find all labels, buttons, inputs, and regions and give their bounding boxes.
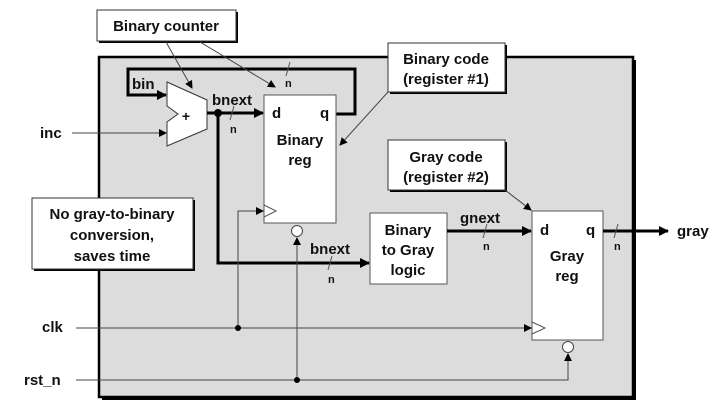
gnext-width-label: n — [483, 241, 490, 253]
binary-counter-pointer-2 — [199, 41, 276, 88]
inc-label: inc — [40, 125, 62, 142]
binary-reg — [263, 94, 337, 224]
gray-width-label: n — [614, 241, 621, 253]
gray-reg-d: d — [540, 222, 549, 239]
b2g-name-2: to Gray — [382, 242, 435, 259]
gray-reg-clock-icon — [531, 321, 547, 335]
binary-code-callout — [387, 42, 506, 93]
binary-code-text-2: (register #1) — [403, 71, 489, 88]
binary-reg-name-1: Binary — [277, 132, 324, 149]
gray-reg-q: q — [586, 222, 595, 239]
gray-reg-name-2: reg — [555, 268, 578, 285]
bnext2-width-tick — [327, 255, 333, 271]
gray-reg-name-1: Gray — [550, 248, 585, 265]
binary-reg-d: d — [272, 105, 281, 122]
bnext-label: bnext — [212, 92, 252, 109]
feedback-width-tick — [285, 61, 291, 77]
binary-counter-text: Binary counter — [113, 18, 219, 35]
clk-junction — [235, 325, 241, 331]
feedback-wire — [126, 67, 357, 116]
gray-code-callout — [387, 139, 506, 191]
bnext-b2g-wire — [216, 113, 370, 268]
gnext-label: gnext — [460, 210, 500, 227]
gray-reg — [531, 210, 604, 341]
bnext-width-label: n — [230, 124, 237, 136]
binary-reg-q: q — [320, 105, 329, 122]
gray-code-text-2: (register #2) — [403, 169, 489, 186]
gnext-width-tick — [482, 223, 488, 239]
binary-reg-clock-icon — [263, 204, 278, 218]
rst-junction — [294, 377, 300, 383]
binary-counter-callout — [96, 9, 237, 42]
bnext-width-tick — [229, 105, 235, 121]
note-callout — [31, 197, 194, 270]
gray-width-tick — [613, 223, 619, 239]
rst-n-wire — [76, 353, 572, 381]
b2g-logic — [369, 212, 448, 285]
binary-code-text-1: Binary code — [403, 51, 489, 68]
binary-reg-reset-bubble — [291, 225, 303, 237]
note-text-2: conversion, — [70, 227, 154, 244]
adder — [166, 81, 208, 147]
clk-binary-wire — [237, 207, 264, 328]
gray-code-pointer — [504, 189, 532, 211]
binary-counter-pointer-1 — [165, 41, 193, 89]
gray-output-label: gray — [677, 223, 709, 240]
bnext2-width-label: n — [328, 274, 335, 286]
adder-symbol: + — [182, 108, 190, 124]
bin-label: bin — [132, 76, 155, 93]
gray-reg-reset-bubble — [562, 341, 574, 353]
b2g-name-3: logic — [390, 262, 425, 279]
b2g-name-1: Binary — [385, 222, 432, 239]
binary-code-pointer — [339, 91, 389, 146]
bnext2-label: bnext — [310, 241, 350, 258]
note-text-1: No gray-to-binary — [49, 206, 175, 223]
clk-label: clk — [42, 319, 64, 336]
rst-n-label: rst_n — [24, 372, 61, 389]
gray-code-text-1: Gray code — [409, 149, 482, 166]
feedback-width-label: n — [285, 78, 292, 90]
binary-reg-name-2: reg — [288, 152, 311, 169]
note-text-3: saves time — [74, 248, 151, 265]
